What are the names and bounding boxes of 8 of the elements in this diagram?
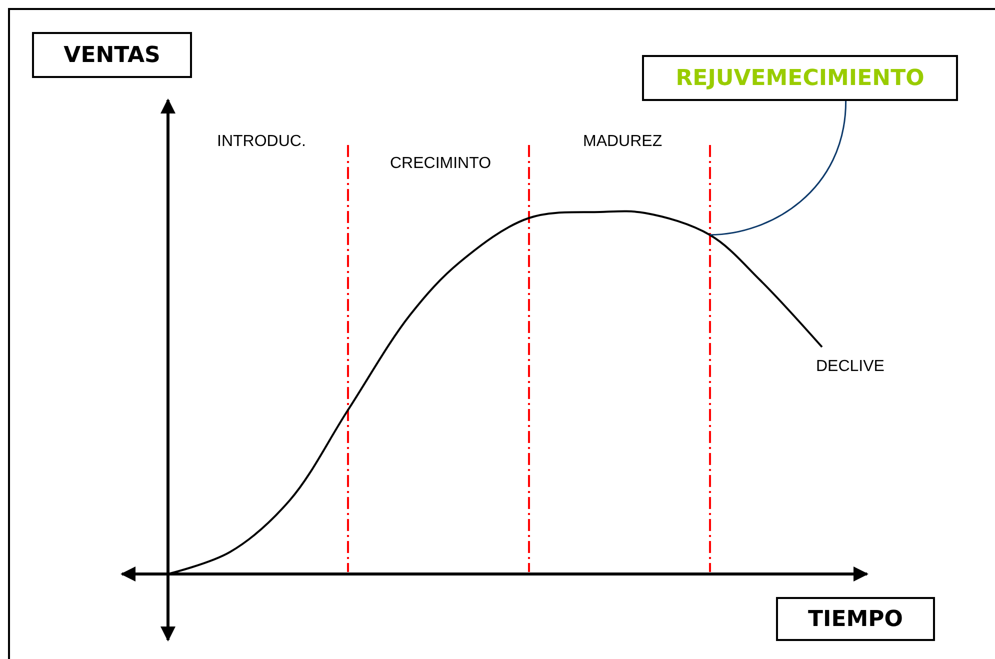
phase-label: DECLIVE <box>816 358 884 376</box>
phase-label: CRECIMINTO <box>390 155 492 173</box>
callout-title: REJUVEMECIMIENTO <box>642 55 958 101</box>
connector-curve <box>710 100 847 236</box>
axis-title: VENTAS <box>32 32 192 78</box>
phase-label: MADUREZ <box>583 133 662 151</box>
phase-label: INTRODUC. <box>217 133 306 151</box>
axis-title: TIEMPO <box>776 597 935 641</box>
